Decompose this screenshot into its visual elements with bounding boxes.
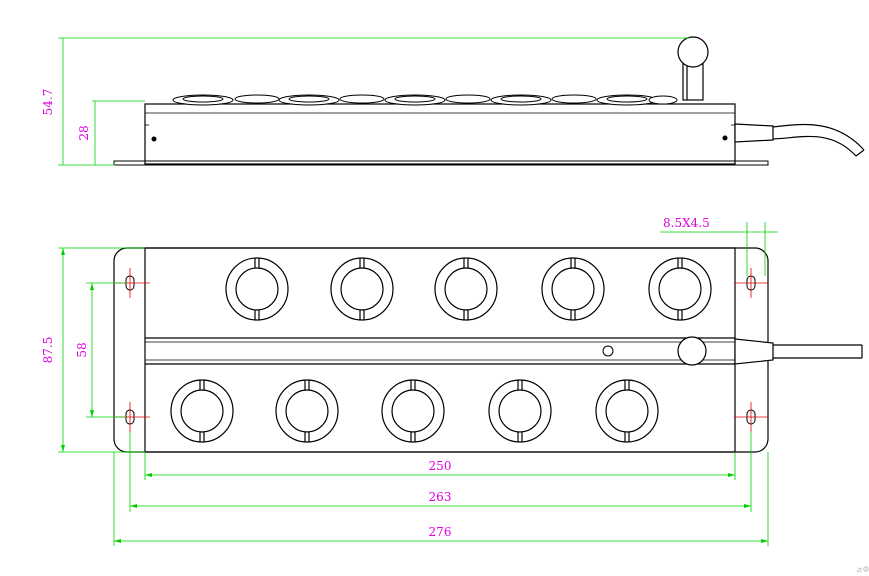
dim-body-height: 28 bbox=[77, 125, 91, 140]
float-knob-top bbox=[677, 336, 707, 366]
nozzle-row-bottom bbox=[170, 379, 659, 443]
top-dimensions bbox=[58, 222, 778, 546]
slot-top-right bbox=[734, 268, 768, 298]
dim-total-length: 276 bbox=[429, 525, 452, 539]
dim-total-height: 54.7 bbox=[41, 89, 55, 116]
dim-total-depth: 87.5 bbox=[41, 337, 55, 364]
top-view: 8.5X4.5 87.5 58 250 263 276 bbox=[41, 216, 863, 546]
corner-mark: ≥Φ bbox=[856, 565, 869, 574]
side-float-knob bbox=[677, 36, 709, 101]
slot-bottom-right bbox=[734, 402, 768, 432]
side-dimensions bbox=[58, 37, 690, 166]
top-body bbox=[144, 247, 736, 453]
side-screw-left bbox=[151, 136, 157, 142]
dim-hole-spacing-length: 263 bbox=[429, 490, 452, 504]
top-cable bbox=[734, 338, 863, 365]
side-nozzles bbox=[172, 94, 678, 106]
mounting-slots bbox=[114, 268, 768, 432]
base-plate bbox=[113, 247, 769, 453]
side-screw-right bbox=[722, 135, 728, 141]
dim-body-length: 250 bbox=[429, 459, 452, 473]
side-flange bbox=[113, 160, 769, 166]
dim-hole-spacing-depth: 58 bbox=[75, 342, 89, 357]
side-cable bbox=[734, 123, 865, 157]
nozzle-row-top bbox=[225, 257, 712, 321]
dim-slot-size: 8.5X4.5 bbox=[663, 216, 710, 230]
side-view: 54.7 28 bbox=[41, 36, 865, 166]
indicator-led bbox=[602, 345, 614, 357]
